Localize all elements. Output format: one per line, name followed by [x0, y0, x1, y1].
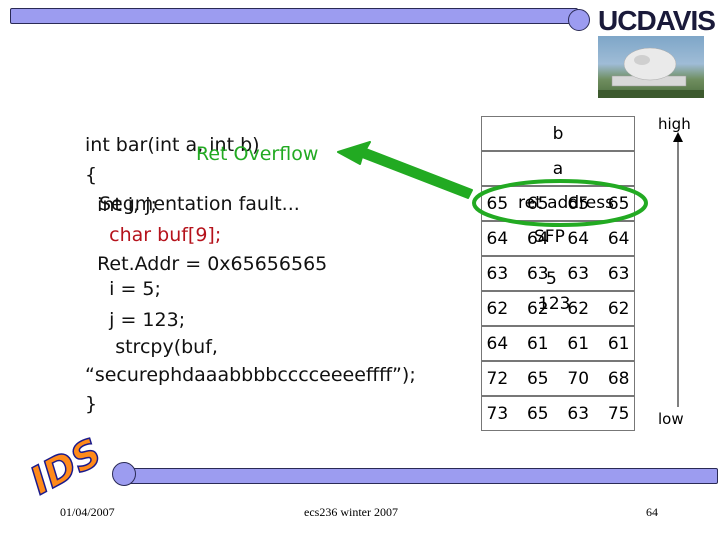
stack-low-label: low [658, 410, 684, 428]
code-line-char-buf: char buf[9]; [85, 224, 221, 247]
code-line-open-brace: { [85, 164, 97, 187]
footer-page-number: 64 [646, 505, 658, 520]
code-line-ret-addr: Ret.Addr = 0x65656565 [85, 253, 327, 276]
footer-date: 01/04/2007 [60, 505, 115, 520]
sfp-label: SFP [534, 227, 565, 247]
ucdavis-logo-photo [598, 36, 704, 98]
footer-course: ecs236 winter 2007 [304, 505, 398, 520]
stack-cell-bytes: 72 65 70 68 [482, 369, 634, 389]
overflow-arrow [330, 140, 480, 210]
stack-cell-label: b [482, 124, 634, 144]
top-decorative-bar [10, 8, 578, 24]
ucdavis-logo-text: UCDAVIS [598, 6, 715, 36]
ids-logo-text: IDS [23, 430, 102, 503]
code-line-strcpy: strcpy(buf, [85, 336, 218, 359]
stack-cell-bytes: 63 63 63 63 [482, 264, 634, 284]
code-line-close-brace: } [85, 393, 97, 416]
stack-cell-buf-3: 64 61 61 61 [481, 326, 635, 361]
stack-cell-b: b [481, 116, 635, 151]
stack-cell-buf-1: 73 65 63 75 [481, 396, 635, 431]
ret-overflow-label: Ret Overflow [196, 143, 318, 166]
code-line-strcpy-arg: “securephdaaabbbbcccceeeeffff”); [85, 364, 416, 387]
stack-high-label: high [658, 115, 691, 133]
ret-address-highlight [470, 176, 650, 230]
ids-logo: IDS [22, 425, 102, 505]
top-bar-knob [568, 9, 590, 31]
stack-cell-bytes: 73 65 63 75 [482, 404, 634, 424]
stack-cell-buf-2: 72 65 70 68 [481, 361, 635, 396]
stack-cell-i: 63 63 63 63 5 [481, 256, 635, 291]
segfault-message: Segmentation fault... [99, 193, 300, 216]
bottom-decorative-bar [126, 468, 718, 484]
bottom-bar-knob [112, 462, 136, 486]
stack-cell-bytes: 64 61 61 61 [482, 334, 634, 354]
i-value-label: 5 [546, 269, 557, 289]
stack-cell-j: 62 62 62 62 123 [481, 291, 635, 326]
stack-direction-arrow [668, 132, 688, 412]
j-value-label: 123 [538, 294, 570, 314]
code-line-i-assign: i = 5; [85, 278, 161, 301]
code-line-j-assign: j = 123; [85, 309, 185, 332]
